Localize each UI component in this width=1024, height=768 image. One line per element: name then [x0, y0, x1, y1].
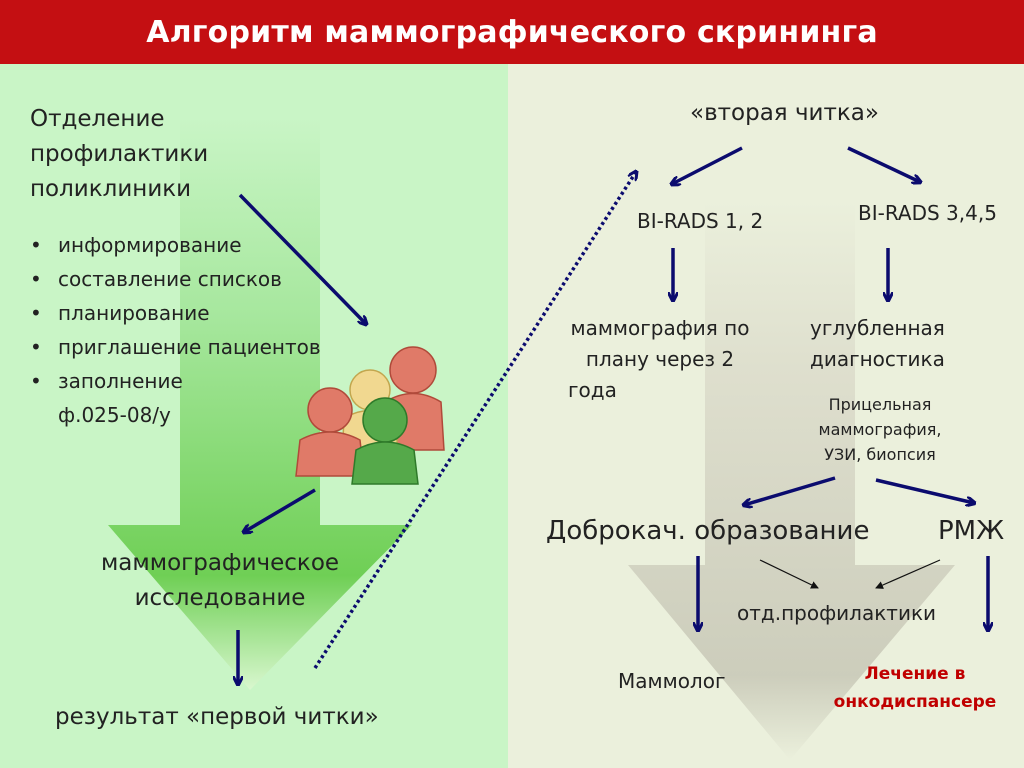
arrow-benign-to-prevention: [759, 559, 819, 589]
birads-high: BI-RADS 3,4,5: [858, 201, 997, 225]
list-item: заполнение ф.025-08/у: [28, 364, 321, 432]
arrow-dotted-first-to-second: [313, 172, 636, 669]
birads-low: BI-RADS 1, 2: [637, 209, 764, 233]
arrow-second-to-high: [847, 146, 920, 182]
benign-formation: Доброкач. образование: [546, 516, 870, 546]
arrow-methods-to-benign: [744, 476, 836, 505]
mammography-exam: маммографическое исследование: [100, 550, 340, 611]
oncology-treatment: Лечение в онкодиспансере: [833, 664, 997, 712]
dept-heading: Отделение профилактики поликлиники: [30, 106, 209, 202]
list-item: планирование: [28, 296, 321, 330]
arrow-rmzh-to-prevention: [875, 559, 941, 589]
list-item: приглашение пациентов: [28, 330, 321, 364]
task-list: информирование составление списков плани…: [28, 228, 321, 432]
people-group-icon: [295, 346, 445, 485]
advanced-diagnostics: углубленная диагностика: [810, 316, 945, 371]
prevention-dept: отд.профилактики: [737, 601, 937, 625]
routine-mammography: маммография по плану через 2 года: [568, 316, 750, 402]
page-title: Алгоритм маммографического скрининга: [146, 14, 878, 50]
arrow-methods-to-rmzh: [875, 478, 974, 503]
list-item: информирование: [28, 228, 321, 262]
mammologist: Маммолог: [618, 669, 726, 693]
title-bar: Алгоритм маммографического скрининга: [0, 0, 1024, 64]
diagnostic-methods: Прицельная маммография, УЗИ, биопсия: [818, 395, 942, 464]
arrow-second-to-low: [672, 146, 743, 184]
arrow-people-to-exam: [244, 488, 316, 532]
first-read-result: результат «первой читки»: [55, 704, 379, 730]
big-grey-arrow: [628, 200, 955, 760]
breast-cancer: РМЖ: [938, 516, 1005, 546]
list-item: составление списков: [28, 262, 321, 296]
second-read: «вторая читка»: [690, 100, 879, 126]
